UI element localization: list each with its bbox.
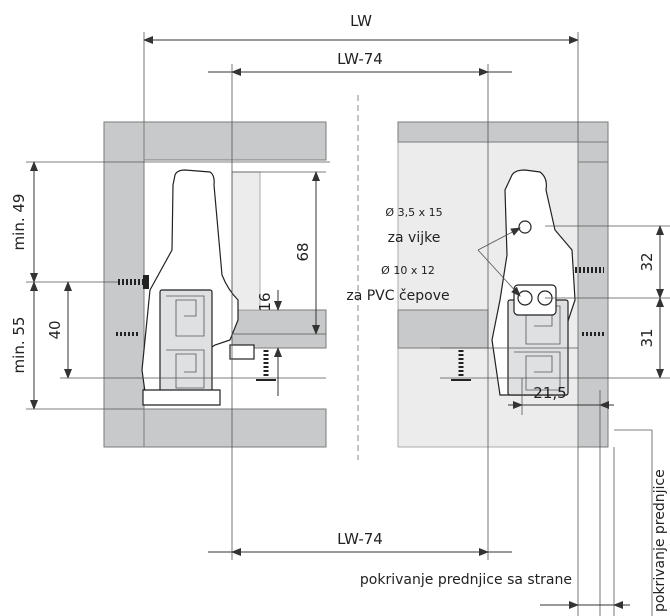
side-overlay-label: pokrivanje prednjice sa strane <box>360 572 572 588</box>
dimension-32: 32 <box>638 252 656 271</box>
screw-size-label: Ø 3,5 x 15 <box>385 206 442 219</box>
dimension-16: 16 <box>256 292 274 311</box>
dimension-min-55: min. 55 <box>10 317 28 374</box>
dimension-68: 68 <box>294 242 312 261</box>
dimension-31: 31 <box>638 328 656 347</box>
dimension-40: 40 <box>46 320 64 339</box>
screw-label: za vijke <box>388 230 441 246</box>
dimension-lw: LW <box>350 12 372 30</box>
dimension-21-5: 21,5 <box>533 384 566 402</box>
dowel-label: za PVC čepove <box>346 288 449 304</box>
left-drawer-mechanism <box>116 169 276 406</box>
screw-icon <box>451 350 471 381</box>
right-drawer-mechanism <box>451 169 605 396</box>
dimension-lw-74-bottom: LW-74 <box>337 530 383 548</box>
dimension-min-49: min. 49 <box>10 194 28 251</box>
dowel-size-label: Ø 10 x 12 <box>381 264 435 277</box>
front-overlay-label: pokrivanje prednjice <box>652 469 668 612</box>
screw-icon <box>118 275 149 289</box>
left-cabinet-section <box>103 121 327 448</box>
dimension-lw-74-top: LW-74 <box>337 50 383 68</box>
screw-icon <box>256 350 276 381</box>
